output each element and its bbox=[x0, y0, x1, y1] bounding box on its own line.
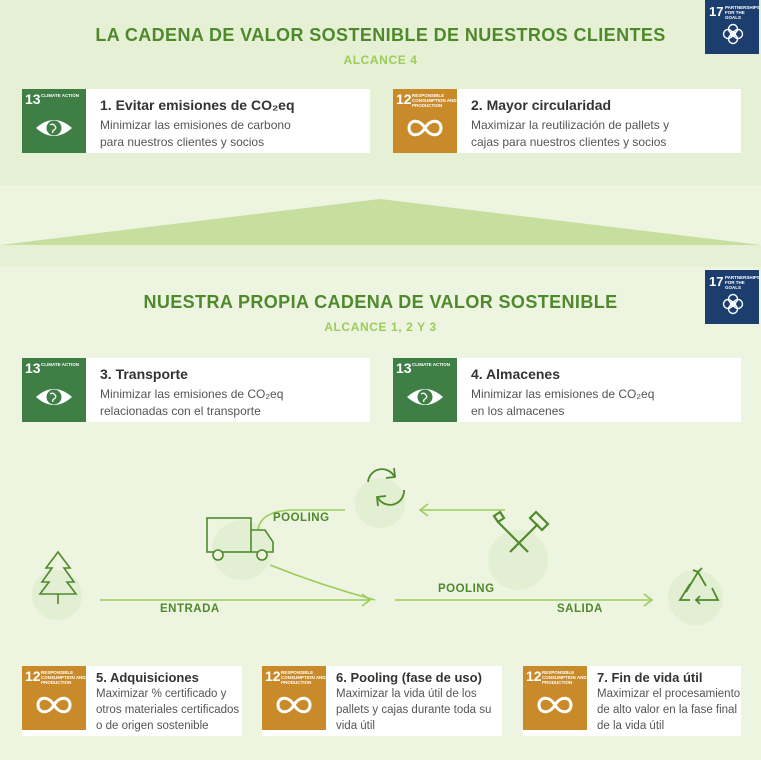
sdg-number: 13 bbox=[25, 91, 41, 107]
card-title: 6. Pooling (fase de uso) bbox=[336, 670, 482, 685]
truck-icon bbox=[206, 517, 274, 561]
pooling-label-mid: POOLING bbox=[438, 583, 495, 595]
sdg-label: RESPONSIBLE CONSUMPTION AND PRODUCTION bbox=[41, 670, 86, 685]
salida-label: SALIDA bbox=[557, 603, 603, 615]
sdg17-number: 17 bbox=[709, 274, 724, 289]
eye-earth-icon bbox=[36, 120, 72, 136]
card-desc: Maximizar % certificado y otros material… bbox=[96, 686, 239, 734]
card-desc: Minimizar las emisiones de CO₂eq en los … bbox=[471, 386, 654, 420]
desc-line: para nuestros clientes y socios bbox=[100, 135, 265, 149]
sdg13-tile: 13 CLIMATE ACTION bbox=[22, 358, 86, 422]
desc-line: Maximizar % certificado y bbox=[96, 688, 227, 700]
own-title: NUESTRA PROPIA CADENA DE VALOR SOSTENIBL… bbox=[143, 292, 618, 312]
card-desc: Maximizar el procesamiento de alto valor… bbox=[597, 686, 740, 734]
card-transport: 13 CLIMATE ACTION 3. Transporte Minimiza… bbox=[22, 358, 370, 422]
card-title: 1. Evitar emisiones de CO₂eq bbox=[100, 97, 295, 113]
infinity-icon bbox=[407, 119, 443, 137]
card-circularity: 12 RESPONSIBLE CONSUMPTION AND PRODUCTIO… bbox=[393, 89, 741, 153]
card-title: 5. Adquisiciones bbox=[96, 670, 199, 685]
card-title: 7. Fin de vida útil bbox=[597, 670, 703, 685]
recycle-icon bbox=[678, 567, 720, 605]
card-title: 3. Transporte bbox=[100, 366, 188, 382]
desc-line: relacionadas con el transporte bbox=[100, 404, 261, 418]
sdg13-tile: 13 CLIMATE ACTION bbox=[22, 89, 86, 153]
entrada-label: ENTRADA bbox=[160, 603, 220, 615]
card-desc: Maximizar la vida útil de los pallets y … bbox=[336, 686, 491, 734]
sdg-number: 13 bbox=[25, 360, 41, 376]
clients-scope: ALCANCE 4 bbox=[343, 53, 418, 67]
sdg-number: 13 bbox=[396, 360, 412, 376]
infinity-icon bbox=[276, 696, 312, 714]
sdg-number: 12 bbox=[526, 668, 542, 684]
desc-line: pallets y cajas durante toda su bbox=[336, 704, 492, 716]
tree-icon bbox=[38, 550, 78, 604]
cycle-icon bbox=[367, 467, 405, 507]
sdg17-label: PARTNERSHIPS FOR THE GOALS bbox=[725, 5, 760, 20]
recycle-node-circle bbox=[668, 570, 723, 625]
card-desc: Maximizar la reutilización de pallets y … bbox=[471, 117, 669, 151]
sdg-label: RESPONSIBLE CONSUMPTION AND PRODUCTION bbox=[412, 93, 457, 108]
desc-line: Minimizar las emisiones de CO₂eq bbox=[471, 387, 655, 401]
sdg-label: CLIMATE ACTION bbox=[412, 362, 450, 367]
sdg13-tile: 13 CLIMATE ACTION bbox=[393, 358, 457, 422]
sdg17-badge-mid: 17 PARTNERSHIPS FOR THE GOALS bbox=[705, 270, 760, 324]
desc-line: vida útil bbox=[336, 720, 375, 732]
sdg17-label: PARTNERSHIPS FOR THE GOALS bbox=[725, 275, 760, 290]
card-avoid-emissions: 13 CLIMATE ACTION 1. Evitar emisiones de… bbox=[22, 89, 370, 153]
sdg-number: 12 bbox=[396, 91, 412, 107]
sdg12-tile: 12 RESPONSIBLE CONSUMPTION AND PRODUCTIO… bbox=[22, 666, 86, 730]
desc-line: Minimizar las emisiones de CO₂eq bbox=[100, 387, 284, 401]
desc-line: de alto valor en la fase final bbox=[597, 704, 738, 716]
desc-line: o de origen sostenible bbox=[96, 720, 209, 732]
sdg12-tile: 12 RESPONSIBLE CONSUMPTION AND PRODUCTIO… bbox=[523, 666, 587, 730]
card-title: 2. Mayor circularidad bbox=[471, 97, 612, 113]
card-pooling-use: 12 RESPONSIBLE CONSUMPTION AND PRODUCTIO… bbox=[262, 666, 502, 736]
sdg17-number: 17 bbox=[709, 4, 724, 19]
eye-earth-icon bbox=[36, 389, 72, 405]
transition-shape bbox=[0, 199, 761, 267]
desc-line: Maximizar la vida útil de los bbox=[336, 688, 477, 700]
desc-line: otros materiales certificados bbox=[96, 704, 240, 716]
flow-arrows bbox=[38, 467, 720, 607]
card-desc: Minimizar las emisiones de CO₂eq relacio… bbox=[100, 386, 283, 420]
eye-earth-icon bbox=[407, 389, 443, 405]
pooling-label-top: POOLING bbox=[273, 512, 330, 524]
sdg-label: RESPONSIBLE CONSUMPTION AND PRODUCTION bbox=[542, 670, 587, 685]
own-scope: ALCANCE 1, 2 Y 3 bbox=[324, 320, 437, 334]
desc-line: cajas para nuestros clientes y socios bbox=[471, 135, 667, 149]
sdg-number: 12 bbox=[25, 668, 41, 684]
card-title: 4. Almacenes bbox=[471, 366, 560, 382]
infinity-icon bbox=[36, 696, 72, 714]
desc-line: de la vida útil bbox=[597, 720, 665, 732]
clients-title: LA CADENA DE VALOR SOSTENIBLE DE NUESTRO… bbox=[95, 25, 666, 45]
sdg-number: 12 bbox=[265, 668, 281, 684]
card-desc: Minimizar las emisiones de carbono para … bbox=[100, 117, 291, 151]
desc-line: Minimizar las emisiones de carbono bbox=[100, 118, 291, 132]
sdg12-tile: 12 RESPONSIBLE CONSUMPTION AND PRODUCTIO… bbox=[393, 89, 457, 153]
desc-line: Maximizar el procesamiento bbox=[597, 688, 741, 700]
partnership-rings-icon bbox=[722, 23, 744, 45]
sdg-label: CLIMATE ACTION bbox=[41, 362, 79, 367]
infinity-icon bbox=[537, 696, 573, 714]
sdg17-badge-top: 17 PARTNERSHIPS FOR THE GOALS bbox=[705, 0, 760, 54]
sdg-label: CLIMATE ACTION bbox=[41, 93, 79, 98]
desc-line: Maximizar la reutilización de pallets y bbox=[471, 118, 670, 132]
tree-node-circle bbox=[32, 570, 82, 620]
card-end-of-life: 12 RESPONSIBLE CONSUMPTION AND PRODUCTIO… bbox=[523, 666, 741, 736]
card-procurement: 12 RESPONSIBLE CONSUMPTION AND PRODUCTIO… bbox=[22, 666, 242, 736]
sdg12-tile: 12 RESPONSIBLE CONSUMPTION AND PRODUCTIO… bbox=[262, 666, 326, 730]
tools-icon bbox=[492, 510, 550, 553]
sdg-label: RESPONSIBLE CONSUMPTION AND PRODUCTION bbox=[281, 670, 326, 685]
repair-node-circle bbox=[488, 530, 548, 590]
desc-line: en los almacenes bbox=[471, 404, 565, 418]
partnership-rings-icon bbox=[722, 293, 744, 315]
card-warehouses: 13 CLIMATE ACTION 4. Almacenes Minimizar… bbox=[393, 358, 741, 422]
